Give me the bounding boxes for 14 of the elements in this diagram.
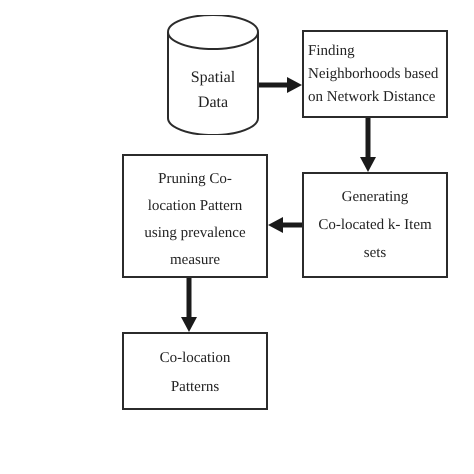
database-cylinder <box>167 15 259 135</box>
arrow <box>268 217 302 233</box>
node-label: Co-location Patterns <box>158 349 232 397</box>
node-label: Generating Co-located k- Item sets <box>317 188 433 263</box>
process-box <box>122 154 268 278</box>
node-label: Finding Neighborhoods based on Network Distance <box>308 42 440 107</box>
process-box <box>302 172 448 278</box>
arrow <box>259 77 302 93</box>
arrow <box>360 118 376 172</box>
arrow <box>181 278 197 332</box>
process-box <box>122 332 268 410</box>
node-label: Spatial Data <box>190 68 236 113</box>
node-label: Pruning Co-location Pattern using prevalence measure <box>143 170 247 270</box>
process-box <box>302 30 448 118</box>
